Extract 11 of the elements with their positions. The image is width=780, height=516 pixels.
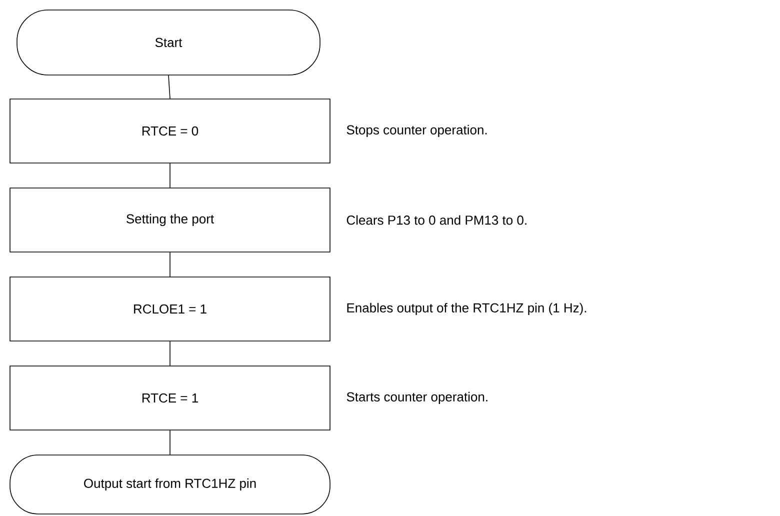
process-box: RTCE = 0: [10, 98, 330, 164]
terminal-box: Output start from RTC1HZ pin: [10, 454, 330, 514]
process-box: RCLOE1 = 1: [10, 276, 330, 342]
annotation-text: Starts counter operation.: [346, 392, 488, 404]
terminal-box: Start: [16, 10, 320, 76]
annotation-text: Enables output of the RTC1HZ pin (1 Hz).: [347, 302, 586, 316]
annotation-text: Stops counter operation.: [346, 124, 487, 138]
annotation-text: Clears P13 to 0 and PM13 to 0.: [346, 215, 526, 225]
process-box: RTCE = 1: [10, 366, 330, 430]
connector-line: [168, 75, 170, 99]
process-box: Setting the port: [10, 188, 330, 252]
